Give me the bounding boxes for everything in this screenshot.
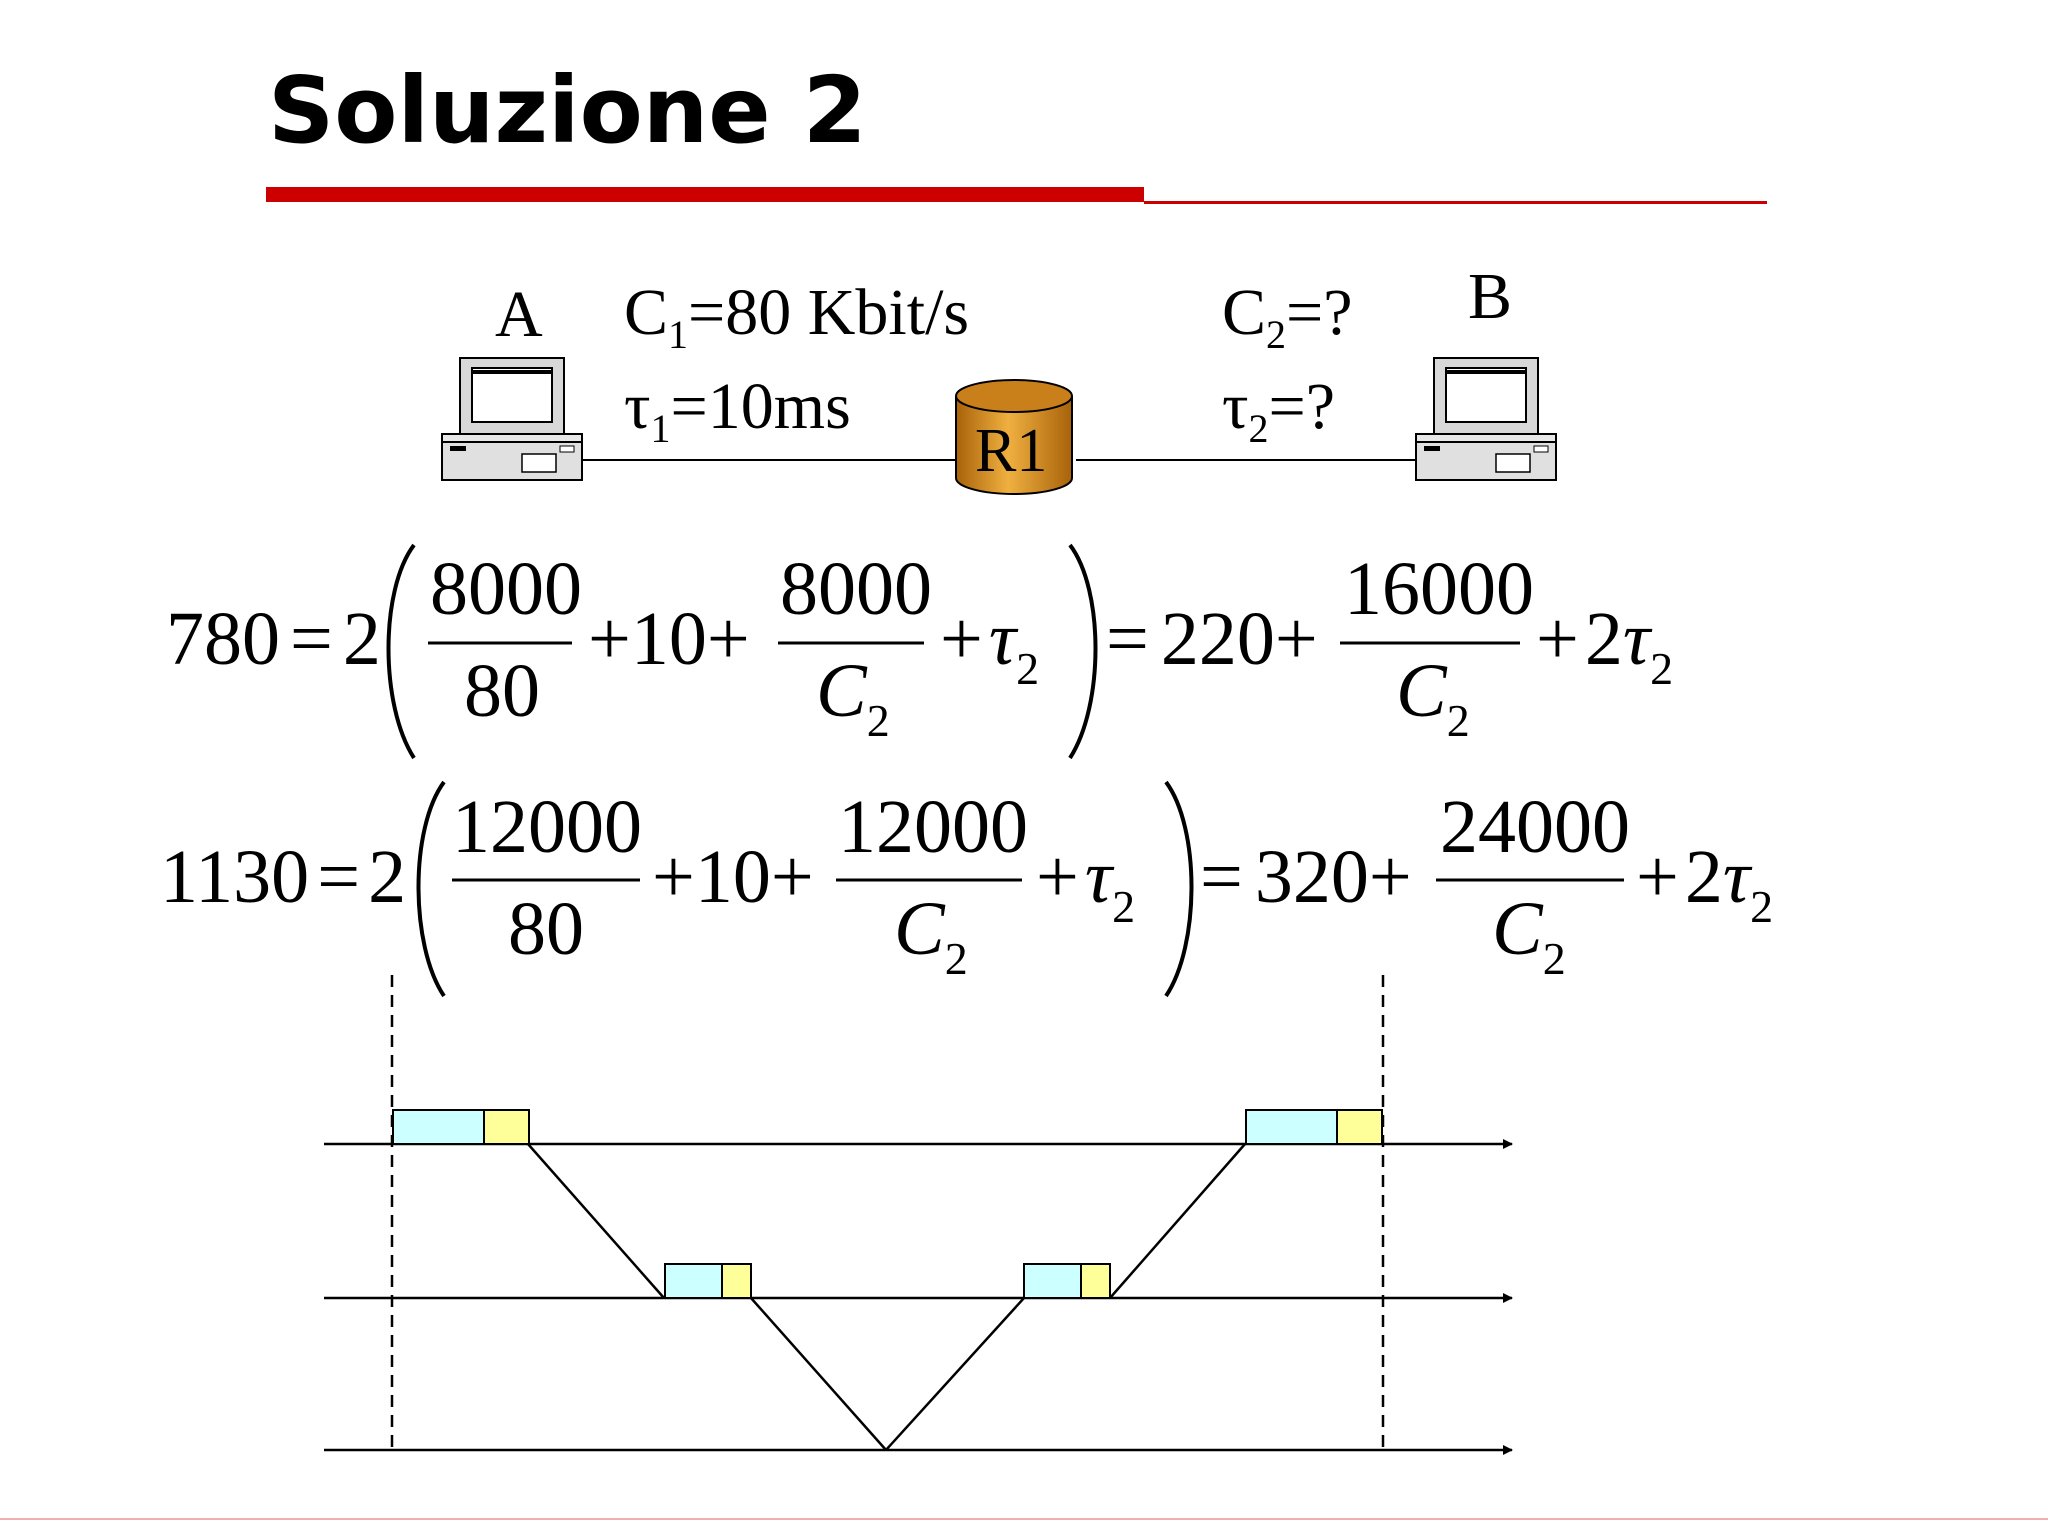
eq1-left-paren [386, 543, 416, 760]
eq2-right-paren [1164, 780, 1194, 998]
eq2-f2-num: 12000 [838, 785, 1028, 869]
computer-icon [1415, 357, 1557, 481]
eq1-right-paren [1068, 543, 1098, 760]
eq1-lhs: 780=2 [166, 597, 381, 681]
router-cylinder-icon: R1 [955, 379, 1073, 495]
eq2-left-paren [416, 780, 446, 998]
title-underline-thin [1144, 201, 1767, 204]
eq1-rhs: =220+ [1106, 597, 1318, 681]
computer-icon [441, 357, 583, 481]
eq2-f2-den: C2 [894, 887, 968, 984]
eq2-f3-num: 24000 [1440, 785, 1630, 869]
eq1-f1-den: 80 [464, 649, 540, 733]
eq2-rhs-tail: +2τ2 [1636, 835, 1773, 932]
title-underline-thick [266, 187, 1144, 202]
eq2-f1-den: 80 [508, 887, 584, 971]
propagation-lines [527, 1143, 1246, 1451]
eq2-f3-den: C2 [1492, 887, 1566, 984]
packet-a-tx [392, 1109, 530, 1145]
eq1-f2-num: 8000 [780, 547, 932, 631]
eq1-plus-ten: +10+ [588, 597, 750, 681]
eq1-f3-num: 16000 [1344, 547, 1534, 631]
eq1-tau-term: +τ2 [940, 597, 1039, 694]
network-diagram: A B R1 C1=80 Kbit/s τ1=10ms C2=? τ2=? [441, 260, 1557, 495]
timing-diagram [324, 975, 1513, 1455]
packet-a-rx [1245, 1109, 1383, 1145]
eq1-rhs-tail: +2τ2 [1536, 597, 1673, 694]
eq2-plus-ten: +10+ [652, 835, 814, 919]
packet-router-back [1023, 1263, 1111, 1299]
link2-capacity: C2=? [1222, 276, 1353, 357]
eq1-f1-num: 8000 [430, 547, 582, 631]
host-b-label: B [1468, 260, 1512, 333]
eq2-lhs: 1130=2 [160, 835, 406, 919]
host-a-label: A [495, 278, 543, 351]
eq2-tau-term: +τ2 [1036, 835, 1135, 932]
page-title: Soluzione 2 [268, 57, 867, 164]
router-label: R1 [975, 417, 1047, 485]
equation-2: 1130=2 12000 80 +10+ 12000 C2 +τ2 =320+ … [160, 780, 1773, 998]
equation-1: 780=2 8000 80 +10+ 8000 C2 +τ2 =220+ 160… [166, 543, 1673, 760]
packet-router-fwd [664, 1263, 752, 1299]
eq2-rhs: =320+ [1200, 835, 1412, 919]
link1-delay: τ1=10ms [624, 370, 851, 451]
eq1-f3-den: C2 [1396, 649, 1470, 746]
footer-line [0, 1518, 2048, 1520]
eq1-f2-den: C2 [816, 649, 890, 746]
eq2-f1-num: 12000 [452, 785, 642, 869]
link2-delay: τ2=? [1222, 370, 1335, 451]
link1-capacity: C1=80 Kbit/s [624, 276, 969, 357]
